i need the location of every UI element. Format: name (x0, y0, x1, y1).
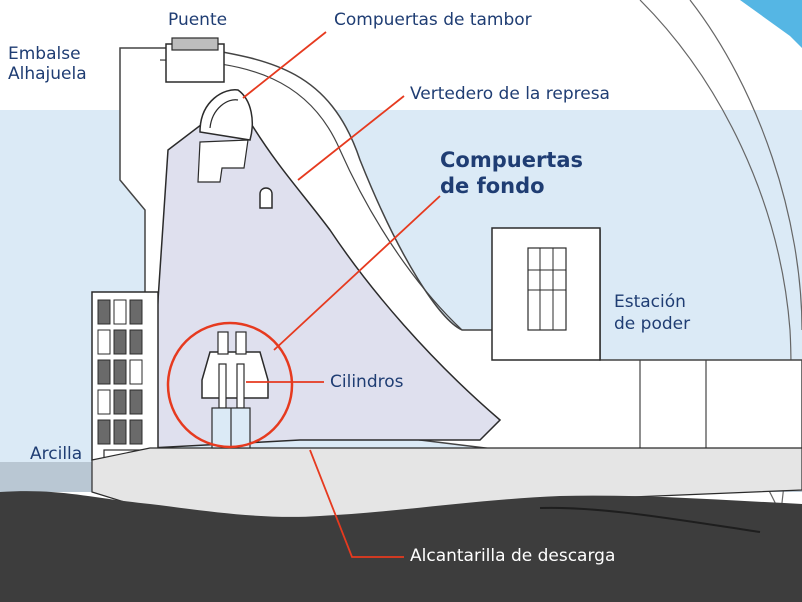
background-curve-2 (689, 0, 802, 331)
label-embalse-line1: Embalse (8, 44, 81, 64)
drum-gate-inner (209, 99, 239, 129)
leader-vertedero (297, 95, 405, 181)
label-estacion-line1: Estación (614, 292, 686, 312)
bottom-gate-stem-left (217, 331, 229, 355)
drum-gate (199, 89, 253, 141)
label-puente: Puente (168, 10, 228, 30)
drum-gate-chamber (197, 139, 249, 183)
bottom-gate-housing (201, 351, 269, 399)
gallery-opening (259, 187, 273, 209)
label-compuertas-tambor: Compuertas de tambor (334, 10, 532, 30)
leader-compuertas-fondo (273, 195, 441, 351)
corner-accent (740, 0, 802, 48)
leader-alcantarilla (309, 449, 404, 558)
bottom-gates-highlight-circle (166, 321, 294, 449)
power-station-window-grid (528, 248, 566, 330)
inner-dam-outline (159, 59, 463, 331)
intake-tower-openings (97, 299, 143, 445)
label-estacion-line2: de poder (614, 314, 691, 334)
bedrock-crack (539, 506, 761, 533)
power-station-window (527, 247, 567, 331)
label-compuertas-fondo-line1: Compuertas (440, 148, 584, 172)
label-cilindros: Cilindros (330, 372, 404, 392)
bedrock (0, 491, 802, 602)
label-compuertas-fondo-line2: de fondo (440, 174, 545, 198)
label-alcantarilla: Alcantarilla de descarga (410, 546, 616, 566)
bridge-deck (171, 37, 219, 51)
leader-compuertas-tambor (242, 31, 327, 99)
label-arcilla: Arcilla (30, 444, 83, 464)
label-vertedero: Vertedero de la represa (410, 84, 610, 104)
leader-lines (242, 31, 441, 558)
label-embalse-line2: Alhajuela (8, 64, 87, 84)
cylinder-left (218, 363, 227, 409)
cylinder-right (236, 363, 245, 409)
bottom-gate-stem-right (235, 331, 247, 355)
